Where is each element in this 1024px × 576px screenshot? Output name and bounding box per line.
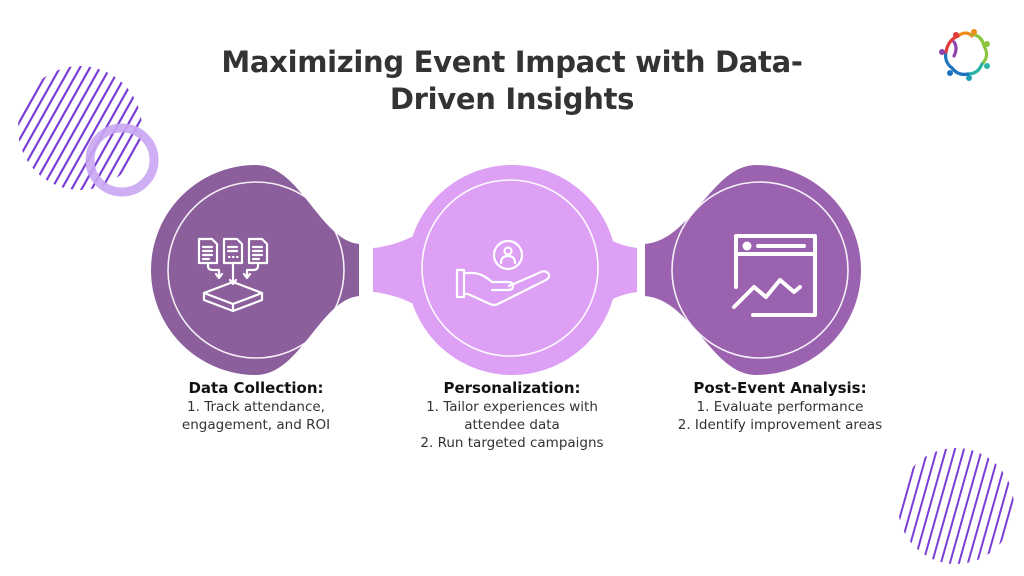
step-3-text: Post-Event Analysis: 1. Evaluate perform… [640, 378, 920, 434]
decor-stripe [898, 448, 904, 564]
decor-stripe [29, 66, 142, 190]
step-1-text: Data Collection: 1. Track attendance, en… [126, 378, 386, 434]
decor-stripe [956, 448, 1012, 564]
decor-stripe [841, 413, 893, 576]
step-2-text: Personalization: 1. Tailor experiences w… [372, 378, 652, 452]
decor-stripe [18, 66, 63, 190]
decor-stripe [947, 448, 1003, 564]
decor-stripe [814, 413, 866, 576]
title-line-2: Driven Insights [389, 82, 635, 116]
step-1-heading: Data Collection: [188, 379, 324, 397]
decor-stripe [920, 448, 976, 564]
step-3-line-1: 1. Evaluate performance [696, 399, 864, 415]
decor-stripe [992, 448, 1014, 564]
decor-stripe [974, 448, 1014, 564]
step-1-line-1: 1. Track attendance, [187, 399, 325, 415]
decor-stripe [898, 448, 913, 564]
decor-ring [85, 123, 159, 197]
decor-stripe [18, 66, 93, 190]
step-3-heading: Post-Event Analysis: [693, 379, 867, 397]
decor-stripe [898, 448, 949, 564]
analytics-window-chart-icon [732, 234, 817, 317]
decor-stripe [0, 29, 12, 227]
decor-stripe [965, 448, 1014, 564]
decor-stripe [983, 448, 1014, 564]
step-2-line-1: 1. Tailor experiences with [426, 399, 598, 415]
step-3-line-2: 2. Identify improvement areas [677, 417, 883, 433]
step-2-line-2: attendee data [464, 417, 560, 433]
decor-stripe [18, 66, 113, 190]
decor-stripe [898, 448, 922, 564]
step-3-shape [645, 165, 861, 375]
decor-stripe [902, 448, 958, 564]
decor-stripe [19, 66, 133, 190]
step-2-heading: Personalization: [443, 379, 581, 397]
decor-stripe [18, 66, 103, 190]
decor-stripe [1010, 448, 1014, 564]
step-2-line-3: 2. Run targeted campaigns [420, 435, 604, 451]
decor-stripe [823, 413, 875, 576]
step-2-shape [373, 165, 637, 375]
community-circle-logo-icon [939, 29, 990, 81]
decor-stripes-bottom-right [814, 413, 1014, 576]
decor-stripe [938, 448, 994, 564]
decor-stripe [911, 448, 967, 564]
documents-to-tray-icon [197, 237, 269, 313]
decor-stripe [18, 66, 23, 190]
decor-stripe [929, 448, 985, 564]
step-1-line-2: engagement, and ROI [181, 417, 331, 433]
decor-stripe [18, 66, 83, 190]
page-title: Maximizing Event Impact with Data- Drive… [0, 44, 1024, 118]
decor-stripe [832, 413, 884, 576]
hand-holding-user-icon [455, 239, 551, 307]
decor-stripe [39, 66, 142, 190]
title-line-1: Maximizing Event Impact with Data- [221, 45, 803, 79]
decor-stripe [898, 448, 931, 564]
decor-stripe [18, 66, 123, 190]
decor-stripe [898, 448, 940, 564]
